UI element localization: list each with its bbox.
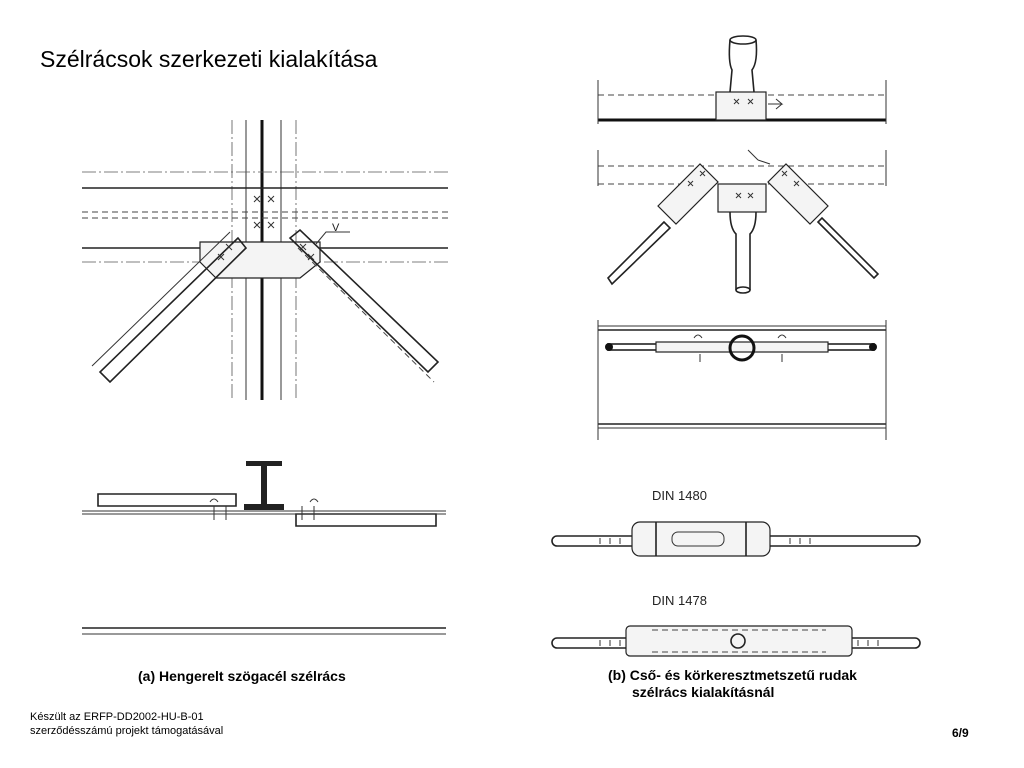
din-1480-label: DIN 1480 (652, 488, 707, 503)
turnbuckle-din-1478 (551, 625, 921, 657)
slide-title: Szélrácsok szerkezeti kialakítása (40, 46, 378, 72)
footer-line1: Készült az ERFP-DD2002-HU-B-01 (30, 711, 204, 723)
caption-a: (a) Hengerelt szögacél szélrács (138, 668, 346, 684)
turnbuckle-din-1480 (551, 521, 921, 557)
footer-credit: Készült az ERFP-DD2002-HU-B-01 szerződés… (30, 710, 223, 738)
drawing-a-elevation: V (82, 120, 448, 400)
weld-label: V (332, 222, 340, 234)
caption-b: (b) Cső- és körkeresztmetszetű rudak szé… (608, 667, 857, 701)
caption-b-line2: szélrács kialakításnál (632, 684, 775, 700)
din-1478-label: DIN 1478 (652, 593, 707, 608)
drawing-b-plan (597, 320, 887, 440)
footer-line2: szerződésszámú projekt támogatásával (30, 725, 224, 737)
caption-b-line1: (b) Cső- és körkeresztmetszetű rudak (608, 667, 857, 683)
drawing-b-top (597, 35, 887, 124)
drawing-b-middle (597, 149, 887, 294)
drawing-a-section (82, 461, 446, 635)
page-number: 6/9 (952, 726, 969, 740)
